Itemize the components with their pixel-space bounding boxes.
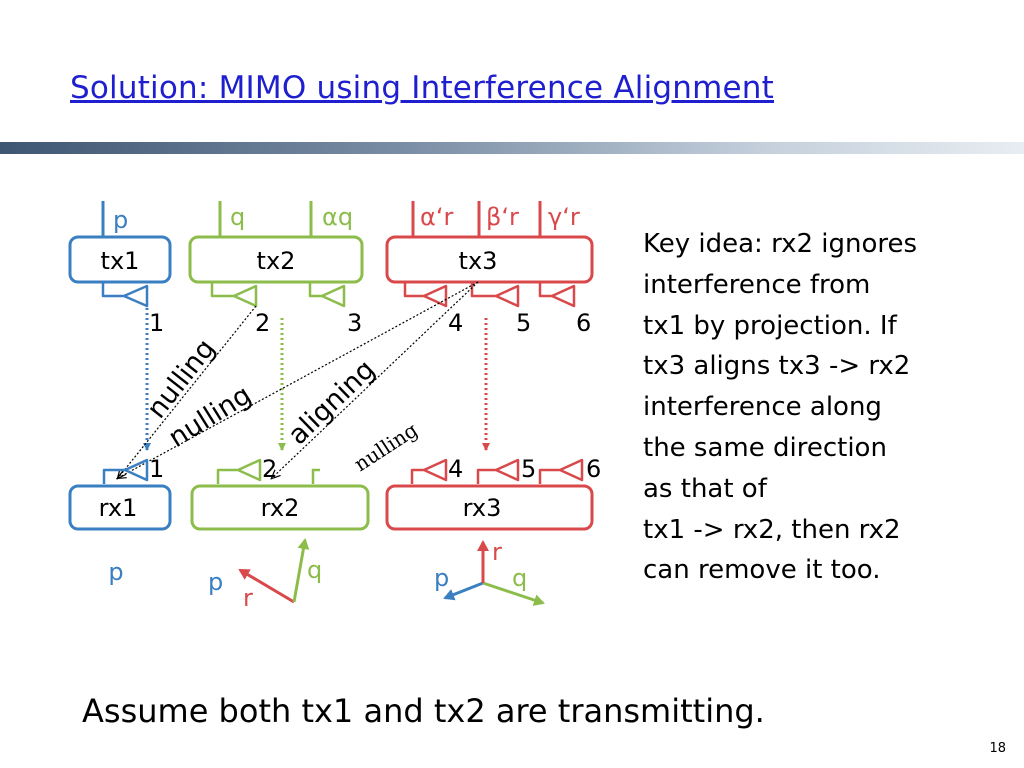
tx2-node: q αq tx2 2 3 <box>188 201 364 337</box>
rx3-antenna-4-label: 4 <box>448 455 463 483</box>
rx1-antenna-1-icon <box>102 458 149 484</box>
tx3-box <box>385 235 594 284</box>
rx3-node: 4 5 6 rx3 p q r <box>385 455 601 606</box>
key-idea-line: tx3 aligns tx3 -> rx2 <box>643 351 911 382</box>
rx3-box <box>385 484 594 531</box>
key-idea-line: tx1 -> rx2, then rx2 <box>643 514 901 545</box>
rx2-vector-p-label: p <box>208 568 223 596</box>
rx2-antenna-3-stub <box>311 468 320 484</box>
interference-tx3-rx2 <box>272 281 479 478</box>
key-idea-line: Key idea: rx2 ignores <box>643 229 918 259</box>
rx2-antenna-2-label: 2 <box>262 455 277 483</box>
tx3-label: tx3 <box>459 247 498 275</box>
tx3-antenna-5-icon <box>470 282 520 308</box>
edge-label-aligning: aligning <box>282 354 381 451</box>
rx2-box <box>190 484 370 531</box>
key-idea-line: tx1 by projection. If <box>643 310 897 341</box>
key-idea-line: interference along <box>643 392 882 423</box>
rx3-antenna-6-label: 6 <box>586 455 601 483</box>
rx2-vector-r-label: r <box>243 584 253 612</box>
tx3-antenna-4-icon <box>403 282 448 308</box>
title-divider-bar <box>0 142 1024 154</box>
tx3-stream-ar: α‘r <box>420 203 453 231</box>
tx2-antenna-2-icon <box>210 282 258 308</box>
interference-tx2-rx1 <box>118 305 257 478</box>
rx2-node: 2 rx2 p r q <box>190 455 370 612</box>
rx3-vector-q <box>482 581 545 606</box>
rx3-vector-p <box>443 581 484 601</box>
rx3-label: rx3 <box>463 494 502 522</box>
rx2-vector-q <box>292 538 310 603</box>
tx1-label: tx1 <box>101 247 140 275</box>
page-number: 18 <box>989 741 1006 756</box>
rx1-node: 1 rx1 p <box>68 455 172 586</box>
tx3-antenna-6-icon <box>538 282 576 308</box>
key-idea-line: the same direction <box>643 432 887 463</box>
key-idea-text: Key idea: rx2 ignores interference from … <box>643 224 1015 591</box>
rx3-antenna-4-icon <box>410 458 448 484</box>
footer-note: Assume both tx1 and tx2 are transmitting… <box>82 692 765 730</box>
rx3-antenna-5-label: 5 <box>521 455 536 483</box>
tx1-box <box>68 235 172 284</box>
tx2-antenna-3-label: 3 <box>347 309 362 337</box>
tx2-antenna-3-icon <box>308 282 346 308</box>
rx2-vector-q-label: q <box>307 556 322 584</box>
rx2-vector-r <box>238 568 295 604</box>
key-idea-line: interference from <box>643 269 871 300</box>
key-idea-line: can remove it too. <box>643 555 881 586</box>
slide-title: Solution: MIMO using Interference Alignm… <box>70 70 774 106</box>
tx3-antenna-5-label: 5 <box>516 309 531 337</box>
tx2-stream-q: q <box>230 203 245 231</box>
interference-tx3-rx1 <box>118 281 479 478</box>
tx1-node: p tx1 1 <box>68 201 172 337</box>
tx3-node: α‘r β‘r γ‘r tx3 4 5 6 <box>385 201 594 337</box>
tx3-antenna-4-label: 4 <box>448 309 463 337</box>
rx1-label: rx1 <box>99 494 138 522</box>
rx3-vector-r-label: r <box>492 538 502 566</box>
rx3-antenna-5-icon <box>476 458 520 484</box>
tx2-antenna-2-label: 2 <box>255 309 270 337</box>
tx1-stream-p: p <box>113 206 128 234</box>
tx2-label: tx2 <box>257 247 296 275</box>
tx1-antenna-1-icon <box>101 282 149 308</box>
tx2-stream-aq: αq <box>322 203 353 231</box>
rx3-vector-q-label: q <box>512 564 527 592</box>
rx1-box <box>68 484 172 531</box>
rx1-antenna-1-label: 1 <box>149 455 164 483</box>
rx3-vector-p-label: p <box>434 564 449 592</box>
tx3-antenna-6-label: 6 <box>576 309 591 337</box>
tx3-stream-gr: γ‘r <box>548 203 580 231</box>
edge-label-nulling-3: nulling <box>350 417 422 476</box>
rx1-decoded-p: p <box>108 558 123 586</box>
tx2-box <box>188 235 364 284</box>
tx1-antenna-1-label: 1 <box>149 309 164 337</box>
rx2-antenna-2-icon <box>216 458 262 484</box>
rx2-label: rx2 <box>261 494 300 522</box>
rx3-antenna-6-icon <box>538 458 584 484</box>
key-idea-line: as that of <box>643 473 767 504</box>
tx3-stream-br: β‘r <box>486 203 519 231</box>
